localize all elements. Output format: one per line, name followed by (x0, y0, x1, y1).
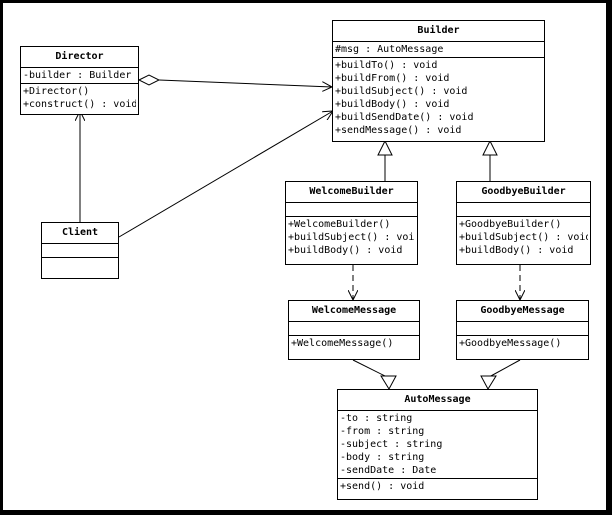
client-class-name: Client (42, 223, 118, 244)
director-builder-aggregation-line (158, 79, 332, 87)
client-class-box: Client (41, 222, 119, 279)
goodbyebuilder-operation-buildsubject: +buildSubject() : void (459, 232, 588, 243)
automessage-attribute-subject: -subject : string (340, 439, 443, 450)
welcomemessage-generalization-line (352, 359, 388, 378)
client-attributes-section (42, 244, 118, 258)
goodbyebuilder-operation-buildbody: +buildBody() : void (459, 245, 574, 256)
director-operation-construct: +construct() : void (23, 99, 136, 110)
welcomemessage-operation-constructor: +WelcomeMessage() (291, 338, 394, 349)
director-attribute-builder: -builder : Builder (23, 70, 132, 81)
builder-operation-buildto: +buildTo() : void (335, 60, 438, 71)
welcomemessage-operations-section: +WelcomeMessage() (289, 336, 419, 351)
automessage-class-name: AutoMessage (338, 390, 537, 411)
director-operations-section: +Director() +construct() : void (21, 84, 138, 112)
automessage-attribute-from: -from : string (340, 426, 425, 437)
automessage-class-box: AutoMessage -to : string -from : string … (337, 389, 538, 500)
builder-class-box: Builder #msg : AutoMessage +buildTo() : … (332, 20, 545, 142)
automessage-attribute-senddate: -sendDate : Date (340, 465, 437, 476)
welcomebuilder-generalization-triangle (377, 139, 393, 156)
goodbyemessage-generalization-line (488, 359, 521, 378)
welcomebuilder-class-name: WelcomeBuilder (286, 182, 417, 203)
welcomemessage-class-box: WelcomeMessage +WelcomeMessage() (288, 300, 420, 360)
director-operation-director: +Director() (23, 86, 90, 97)
builder-operation-buildfrom: +buildFrom() : void (335, 73, 450, 84)
goodbyemessage-class-name: GoodbyeMessage (457, 301, 588, 322)
goodbyemessage-operation-constructor: +GoodbyeMessage() (459, 338, 562, 349)
welcomebuilder-operations-section: +WelcomeBuilder() +buildSubject() : void… (286, 217, 417, 258)
builder-attribute-msg: #msg : AutoMessage (335, 44, 444, 55)
director-aggregation-diamond (137, 74, 161, 86)
welcomebuilder-operation-constructor: +WelcomeBuilder() (288, 219, 391, 230)
welcomebuilder-attributes-section (286, 203, 417, 217)
automessage-attribute-to: -to : string (340, 413, 413, 424)
automessage-attribute-body: -body : string (340, 452, 425, 463)
welcomemessage-attributes-section (289, 322, 419, 336)
welcomebuilder-class-box: WelcomeBuilder +WelcomeBuilder() +buildS… (285, 181, 418, 265)
goodbyebuilder-class-name: GoodbyeBuilder (457, 182, 590, 203)
director-class-box: Director -builder : Builder +Director() … (20, 46, 139, 115)
director-class-name: Director (21, 47, 138, 68)
builder-operation-buildsenddate: +buildSendDate() : void (335, 112, 474, 123)
goodbyemessage-class-box: GoodbyeMessage +GoodbyeMessage() (456, 300, 589, 360)
builder-operations-section: +buildTo() : void +buildFrom() : void +b… (333, 58, 544, 138)
goodbyemessage-operations-section: +GoodbyeMessage() (457, 336, 588, 351)
automessage-operations-section: +send() : void (338, 479, 537, 494)
welcomemessage-class-name: WelcomeMessage (289, 301, 419, 322)
builder-attributes-section: #msg : AutoMessage (333, 42, 544, 58)
goodbyemessage-generalization-triangle (480, 375, 497, 391)
goodbyemessage-attributes-section (457, 322, 588, 336)
builder-operation-buildsubject: +buildSubject() : void (335, 86, 468, 97)
goodbyebuilder-attributes-section (457, 203, 590, 217)
client-operations-section (42, 258, 118, 272)
automessage-attributes-section: -to : string -from : string -subject : s… (338, 411, 537, 479)
director-attributes-section: -builder : Builder (21, 68, 138, 84)
goodbyebuilder-operation-constructor: +GoodbyeBuilder() (459, 219, 562, 230)
builder-operation-buildbody: +buildBody() : void (335, 99, 450, 110)
builder-operation-sendmessage: +sendMessage() : void (335, 125, 462, 136)
builder-class-name: Builder (333, 21, 544, 42)
uml-diagram-canvas: Builder #msg : AutoMessage +buildTo() : … (3, 3, 606, 510)
automessage-operation-send: +send() : void (340, 481, 425, 492)
goodbyebuilder-generalization-triangle (482, 139, 498, 156)
goodbyebuilder-class-box: GoodbyeBuilder +GoodbyeBuilder() +buildS… (456, 181, 591, 265)
welcomemessage-generalization-triangle (380, 375, 397, 391)
welcomebuilder-operation-buildsubject: +buildSubject() : void (288, 232, 415, 243)
welcomebuilder-operation-buildbody: +buildBody() : void (288, 245, 403, 256)
goodbyebuilder-operations-section: +GoodbyeBuilder() +buildSubject() : void… (457, 217, 590, 258)
